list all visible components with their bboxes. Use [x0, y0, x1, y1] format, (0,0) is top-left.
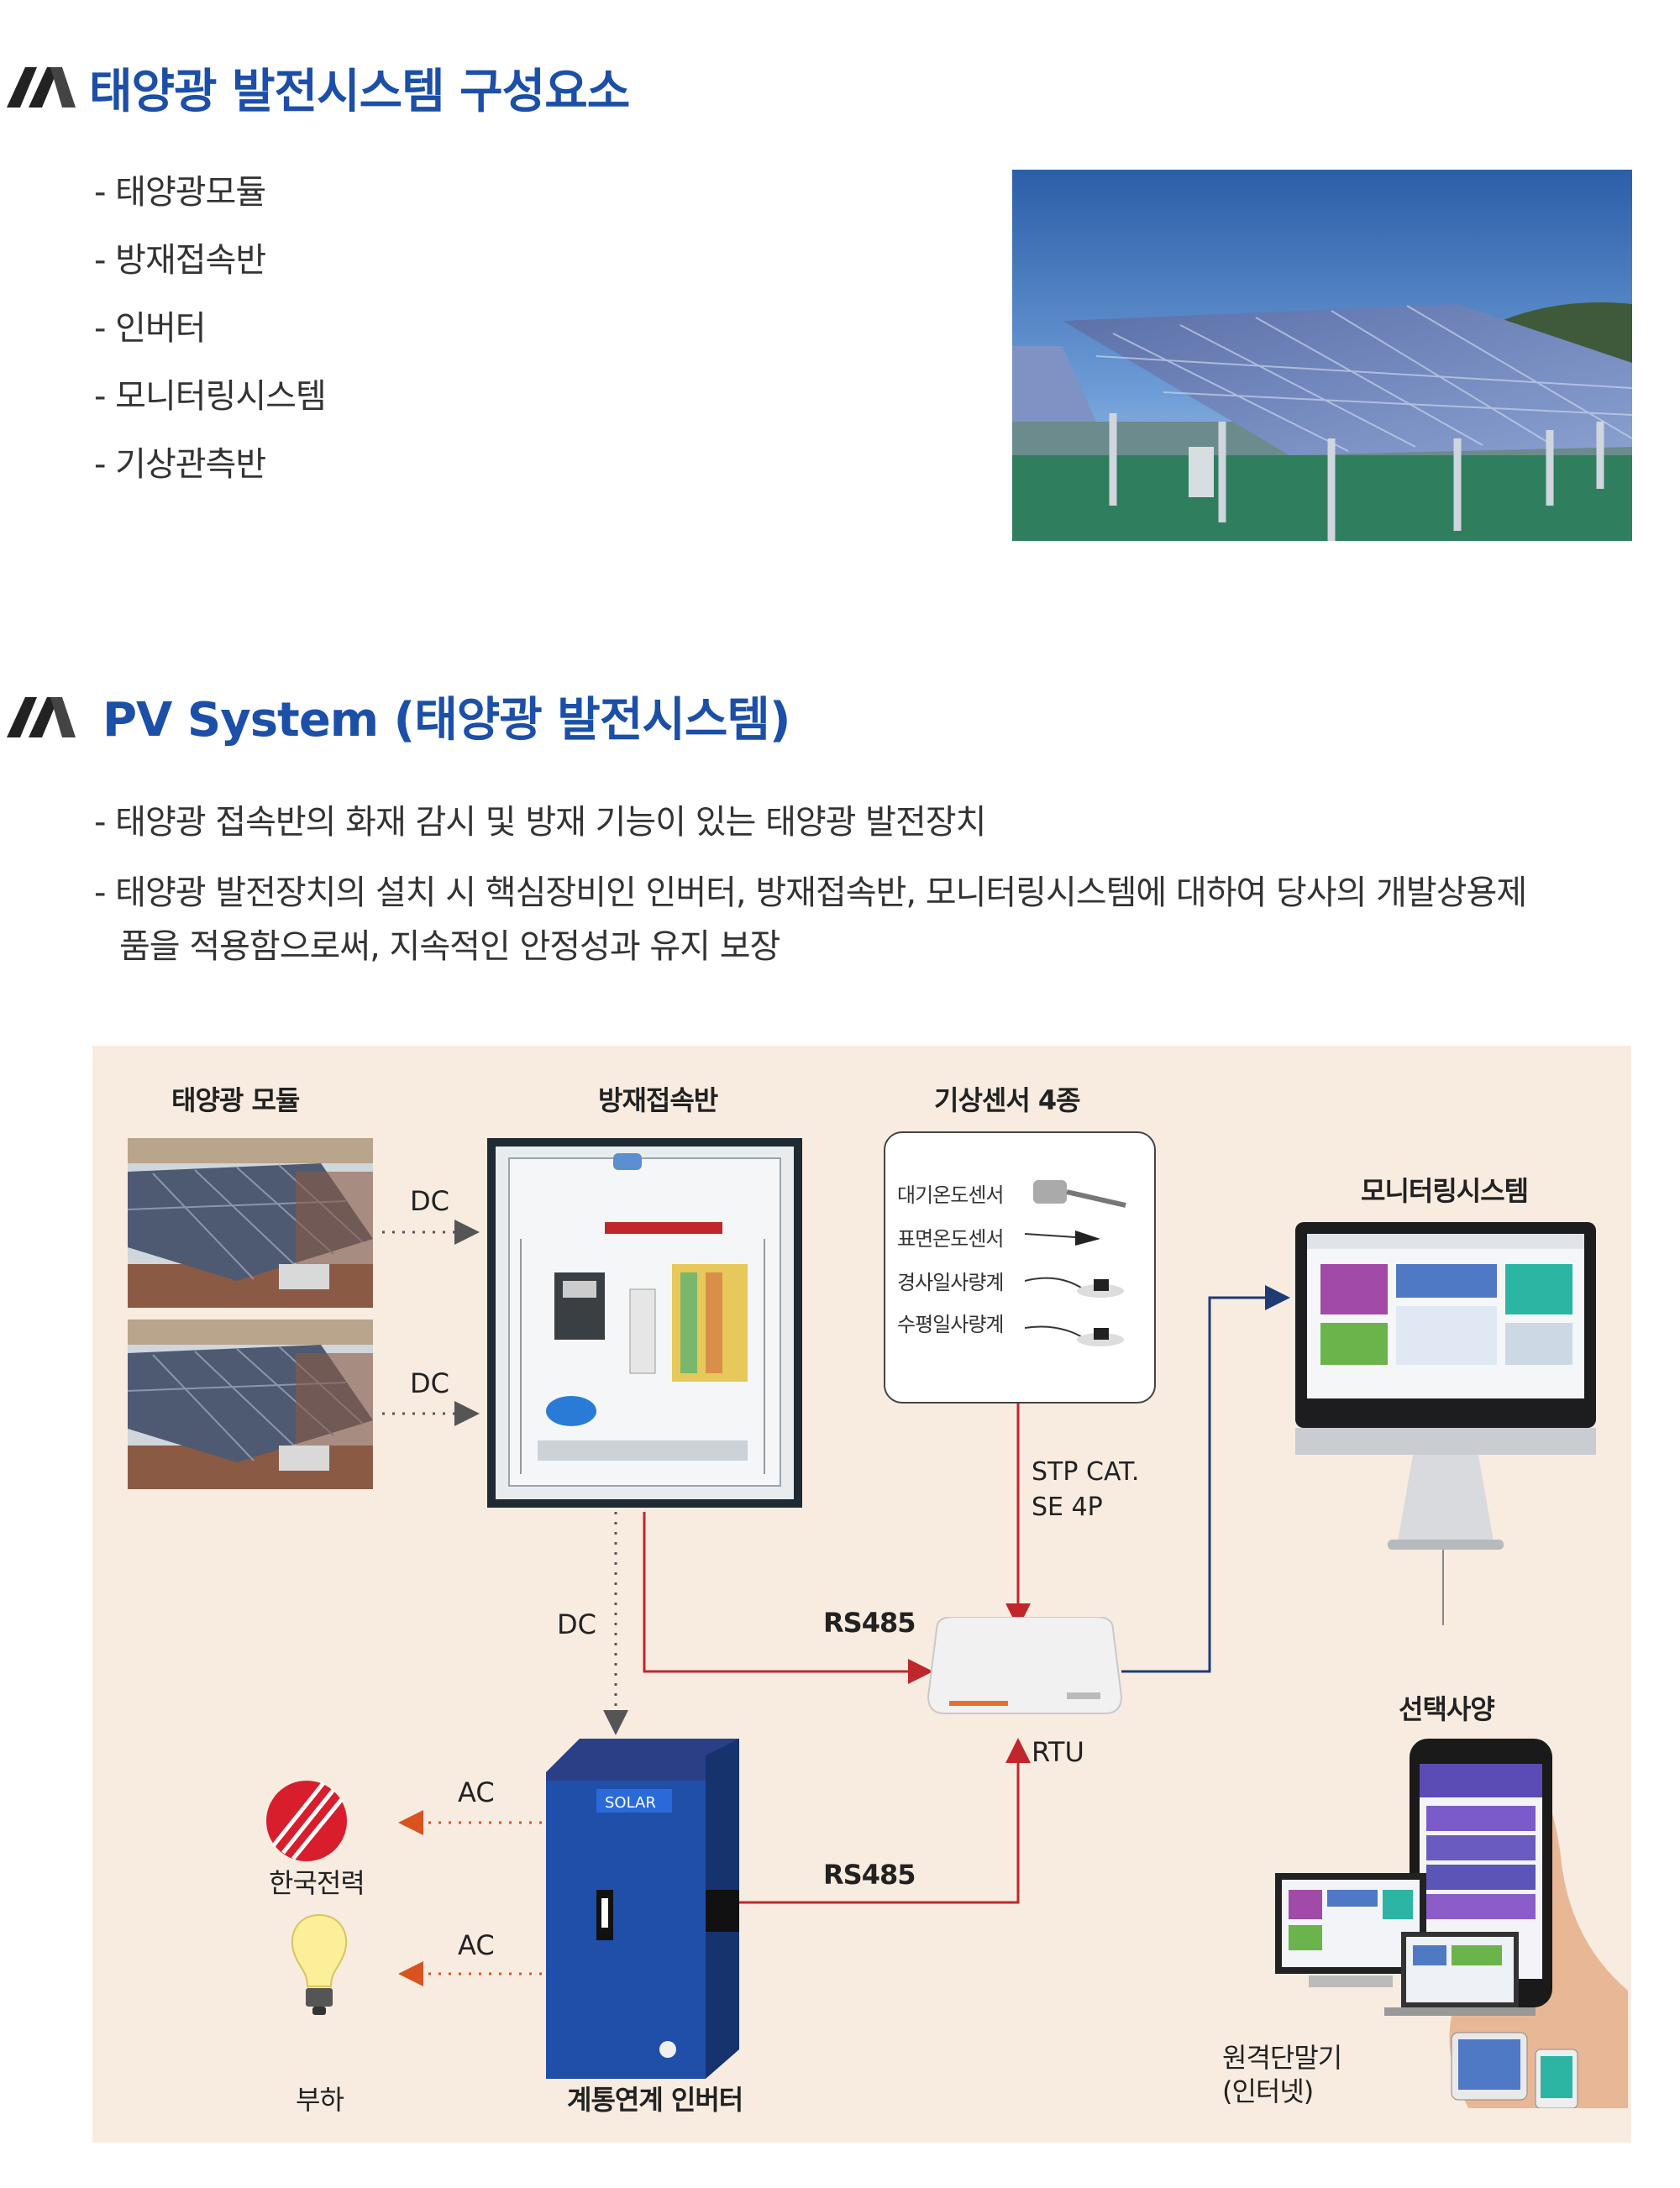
- monitoring-label: 모니터링시스템: [1361, 1175, 1529, 1207]
- ac-label: AC: [458, 1776, 495, 1808]
- combiner-label: 방재접속반: [598, 1084, 718, 1116]
- ac-label: AC: [458, 1929, 495, 1961]
- section-title-components: 태양광 발전시스템 구성요소: [89, 65, 630, 119]
- inverter-brand: SOLAR: [605, 1794, 656, 1812]
- solar-array-photo: [1012, 170, 1632, 541]
- remote-devices-image: [1275, 1739, 1628, 2108]
- rs485-label: RS485: [823, 1607, 916, 1639]
- sensor-item: 대기온도센서: [897, 1183, 1004, 1207]
- list-item: - 기상관측반: [94, 445, 266, 484]
- dc-label: DC: [557, 1608, 596, 1640]
- list-item: - 태양광모듈: [94, 173, 266, 212]
- section-title-pv-system: PV System (태양광 발전시스템): [102, 693, 790, 748]
- brand-logo-icon: [7, 67, 76, 108]
- remote-terminal-label: 원격단말기: [1222, 2042, 1342, 2074]
- sensor-item: 수평일사량계: [897, 1313, 1004, 1336]
- cable-label: SE 4P: [1032, 1493, 1103, 1522]
- sensor-item: 경사일사량계: [897, 1271, 1004, 1294]
- rtu-device-image: [927, 1617, 1123, 1714]
- paragraph-line: - 태양광 발전장치의 설치 시 핵심장비인 인버터, 방재접속반, 모니터링시…: [94, 874, 1527, 912]
- list-item: - 방재접속반: [94, 241, 266, 280]
- solar-module-photo: [128, 1138, 373, 1308]
- kepco-label: 한국전력: [269, 1867, 365, 1899]
- load-label: 부하: [296, 2084, 344, 2116]
- inverter-label: 계통연계 인버터: [567, 2084, 743, 2116]
- list-item: - 인버터: [94, 309, 207, 348]
- solar-module-photo: [128, 1320, 373, 1489]
- paragraph-line: 품을 적용함으로써, 지속적인 안정성과 유지 보장: [119, 927, 780, 966]
- sensor-label: 기상센서 4종: [934, 1084, 1081, 1116]
- option-label: 선택사양: [1399, 1693, 1495, 1725]
- list-item: - 모니터링시스템: [94, 377, 327, 416]
- remote-terminal-label: (인터넷): [1222, 2075, 1314, 2107]
- sensor-item: 표면온도센서: [897, 1227, 1004, 1251]
- light-bulb-icon: [291, 1913, 348, 2015]
- dc-label: DC: [410, 1185, 449, 1217]
- grid-inverter-image: SOLAR: [546, 1739, 739, 2079]
- brand-logo-icon: [7, 697, 76, 737]
- solar-module-label: 태양광 모듈: [171, 1084, 300, 1116]
- rtu-label: RTU: [1032, 1736, 1084, 1768]
- dc-label: DC: [410, 1367, 449, 1399]
- cable-label: STP CAT.: [1032, 1457, 1140, 1487]
- rs485-label: RS485: [823, 1859, 916, 1891]
- sensor-devices-icon: [1025, 1180, 1126, 1346]
- monitor-image: [1295, 1222, 1596, 1550]
- pv-system-diagram: 태양광 모듈 DC DC 방재접속반: [92, 1046, 1631, 2143]
- combiner-box-image: [487, 1138, 802, 1508]
- sensor-card: [884, 1131, 1156, 1404]
- kepco-logo-icon: [266, 1781, 347, 1861]
- paragraph-line: - 태양광 접속반의 화재 감시 및 방재 기능이 있는 태양광 발전장치: [94, 803, 986, 842]
